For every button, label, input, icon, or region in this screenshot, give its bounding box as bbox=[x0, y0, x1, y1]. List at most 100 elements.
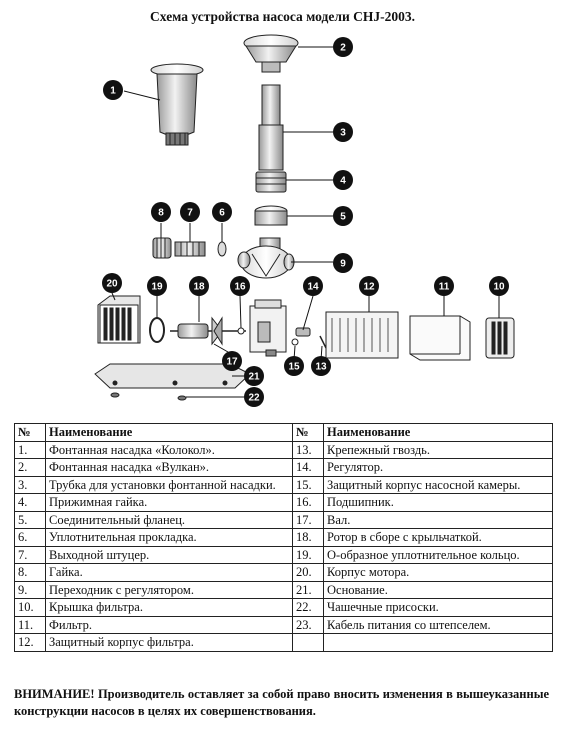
table-row: 3.Трубка для установки фонтанной насадки… bbox=[14, 475, 553, 494]
part-3-tube bbox=[258, 84, 284, 171]
part-4-clamp-nut bbox=[255, 171, 287, 193]
svg-text:12: 12 bbox=[363, 282, 375, 293]
part-number-cell: 11. bbox=[14, 615, 46, 634]
svg-text:14: 14 bbox=[307, 282, 319, 293]
part-19-o-ring bbox=[149, 317, 165, 343]
svg-text:18: 18 bbox=[193, 282, 205, 293]
callout-22: 22 bbox=[244, 387, 264, 407]
part-2-volcano-nozzle bbox=[243, 34, 299, 73]
table-row: 7.Выходной штуцер.19.О-образное уплотнит… bbox=[14, 545, 553, 564]
table-row: 2.Фонтанная насадка «Вулкан».14.Регулято… bbox=[14, 458, 553, 477]
part-number-cell: 10. bbox=[14, 598, 46, 617]
part-number-cell: 9. bbox=[14, 580, 46, 599]
warning-note: ВНИМАНИЕ! Производитель оставляет за соб… bbox=[14, 686, 549, 720]
part-8-nut bbox=[152, 237, 172, 259]
callout-3: 3 bbox=[333, 122, 353, 142]
table-row: 9.Переходник с регулятором.21.Основание. bbox=[14, 580, 553, 599]
part-name-cell: Кабель питания со штепселем. bbox=[323, 615, 553, 634]
part-name-cell: Корпус мотора. bbox=[323, 563, 553, 582]
table-row: 1.Фонтанная насадка «Колокол».13.Крепежн… bbox=[14, 440, 553, 459]
part-name-cell: Регулятор. bbox=[323, 458, 553, 477]
svg-text:19: 19 bbox=[151, 282, 163, 293]
part-name-cell: Фильтр. bbox=[45, 615, 293, 634]
svg-text:13: 13 bbox=[315, 362, 327, 373]
col-header-name-2: Наименование bbox=[323, 423, 553, 442]
svg-text:2: 2 bbox=[340, 43, 346, 54]
part-10-filter-cover bbox=[485, 317, 515, 359]
part-number-cell: 20. bbox=[292, 563, 324, 582]
svg-text:15: 15 bbox=[288, 362, 300, 373]
part-14-regulator bbox=[291, 327, 311, 346]
warning-text: Производитель оставляет за собой право в… bbox=[14, 687, 550, 718]
callout-6: 6 bbox=[212, 202, 232, 222]
part-name-cell: Защитный корпус насосной камеры. bbox=[323, 475, 553, 494]
callout-12: 12 bbox=[359, 276, 379, 296]
part-number-cell: 5. bbox=[14, 510, 46, 529]
col-header-num-2: № bbox=[292, 423, 324, 442]
part-name-cell: Выходной штуцер. bbox=[45, 545, 293, 564]
part-name-cell: Фонтанная насадка «Колокол». bbox=[45, 440, 293, 459]
svg-text:7: 7 bbox=[187, 208, 193, 219]
table-row: 6.Уплотнительная прокладка.18.Ротор в сб… bbox=[14, 528, 553, 547]
table-row: 5.Соединительный фланец.17.Вал. bbox=[14, 510, 553, 529]
part-15-pump-chamber bbox=[249, 299, 287, 357]
table-row: 10.Крышка фильтра.22.Чашечные присоски. bbox=[14, 598, 553, 617]
svg-text:16: 16 bbox=[234, 282, 246, 293]
part-16-bearing bbox=[237, 327, 245, 335]
svg-text:10: 10 bbox=[493, 282, 505, 293]
part-6-gasket bbox=[217, 241, 227, 257]
part-number-cell: 16. bbox=[292, 493, 324, 512]
table-row: 8.Гайка.20.Корпус мотора. bbox=[14, 563, 553, 582]
part-5-flange bbox=[254, 205, 288, 226]
part-number-cell: 7. bbox=[14, 545, 46, 564]
table-row: 11.Фильтр.23.Кабель питания со штепселем… bbox=[14, 615, 553, 634]
part-name-cell: Соединительный фланец. bbox=[45, 510, 293, 529]
part-number-cell: 1. bbox=[14, 440, 46, 459]
callout-2: 2 bbox=[333, 37, 353, 57]
part-name-cell: Подшипник. bbox=[323, 493, 553, 512]
part-number-cell: 19. bbox=[292, 545, 324, 564]
part-number-cell: 3. bbox=[14, 475, 46, 494]
svg-text:22: 22 bbox=[248, 393, 260, 404]
part-name-cell: Фонтанная насадка «Вулкан». bbox=[45, 458, 293, 477]
callout-7: 7 bbox=[180, 202, 200, 222]
svg-text:20: 20 bbox=[106, 279, 118, 290]
part-number-cell: 23. bbox=[292, 615, 324, 634]
svg-text:21: 21 bbox=[248, 372, 260, 383]
part-name-cell: Прижимная гайка. bbox=[45, 493, 293, 512]
part-name-cell: Трубка для установки фонтанной насадки. bbox=[45, 475, 293, 494]
callout-17: 17 bbox=[222, 351, 242, 371]
table-row: 4.Прижимная гайка.16.Подшипник. bbox=[14, 493, 553, 512]
table-row: 12.Защитный корпус фильтра. bbox=[14, 633, 553, 652]
part-name-cell: Чашечные присоски. bbox=[323, 598, 553, 617]
part-number-cell: 8. bbox=[14, 563, 46, 582]
part-11-filter bbox=[409, 315, 471, 361]
part-name-cell: Переходник с регулятором. bbox=[45, 580, 293, 599]
part-1-bell-nozzle bbox=[150, 63, 204, 146]
svg-text:5: 5 bbox=[340, 212, 346, 223]
svg-text:4: 4 bbox=[340, 176, 346, 187]
pump-exploded-diagram: 1 2 3 4 5 6 7 8 9 10 11 12 13 14 15 16 1… bbox=[94, 34, 515, 407]
callout-18: 18 bbox=[189, 276, 209, 296]
svg-text:9: 9 bbox=[340, 259, 346, 270]
page-title: Схема устройства насоса модели CHJ-2003. bbox=[150, 9, 415, 24]
svg-text:11: 11 bbox=[439, 282, 450, 293]
part-name-cell: Крепежный гвоздь. bbox=[323, 440, 553, 459]
part-number-cell: 17. bbox=[292, 510, 324, 529]
part-name-cell: Уплотнительная прокладка. bbox=[45, 528, 293, 547]
parts-table-body: 1.Фонтанная насадка «Колокол».13.Крепежн… bbox=[14, 440, 553, 652]
callout-15: 15 bbox=[284, 356, 304, 376]
part-number-cell: 4. bbox=[14, 493, 46, 512]
part-number-cell bbox=[292, 633, 324, 652]
svg-text:8: 8 bbox=[158, 208, 164, 219]
col-header-num: № bbox=[14, 423, 46, 442]
parts-table: № Наименование № Наименование 1.Фонтанна… bbox=[14, 423, 553, 652]
callout-8: 8 bbox=[151, 202, 171, 222]
callout-9: 9 bbox=[333, 253, 353, 273]
part-13-nail bbox=[319, 335, 327, 349]
col-header-name: Наименование bbox=[45, 423, 293, 442]
callout-11: 11 bbox=[434, 276, 454, 296]
part-12-filter-housing bbox=[325, 311, 399, 359]
part-name-cell: Защитный корпус фильтра. bbox=[45, 633, 293, 652]
part-number-cell: 14. bbox=[292, 458, 324, 477]
